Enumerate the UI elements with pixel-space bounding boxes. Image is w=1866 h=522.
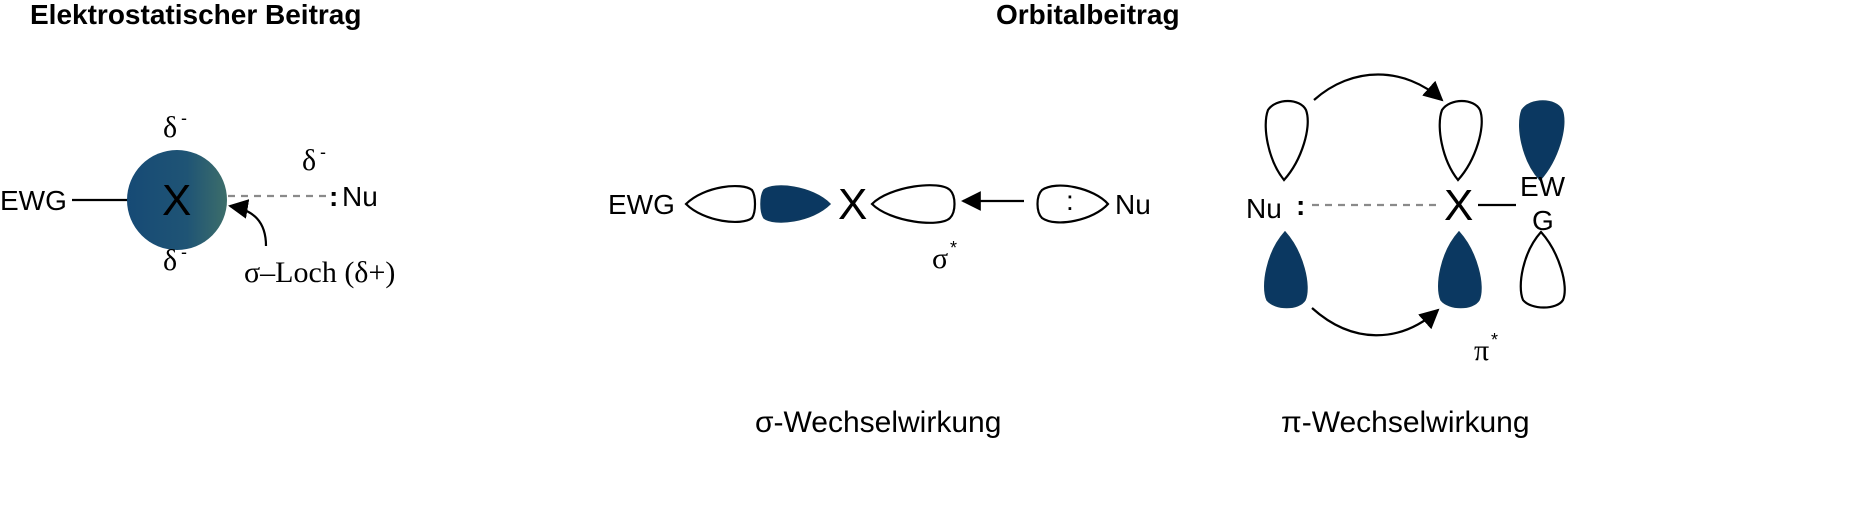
delta-nu-sup: - xyxy=(320,142,326,162)
nu-sigma-lobe xyxy=(1036,184,1110,224)
pi-caption: π-Wechselwirkung xyxy=(1281,406,1530,439)
pi-ewg-line2: G xyxy=(1532,205,1554,236)
electrostatic-title: Elektrostatischer Beitrag xyxy=(30,0,361,30)
orbital-title: Orbitalbeitrag xyxy=(996,0,1180,30)
pi-nu-lone-pair: : xyxy=(1296,190,1305,221)
sigma-interaction: EWG X σ * : Nu σ-Wechselwirkung xyxy=(608,180,1151,439)
sigma-hole-arrow xyxy=(228,199,268,247)
x-pi-lower-lobe xyxy=(1438,230,1482,309)
delta-nu: δ xyxy=(302,144,316,177)
sigma-star-sup: * xyxy=(950,238,957,258)
delta-top-sup: - xyxy=(181,108,187,128)
pi-nu-label: Nu xyxy=(1246,193,1282,224)
nu-p-lower-lobe xyxy=(1264,230,1308,309)
ewg-p-upper-lobe xyxy=(1519,100,1565,182)
sigma-star-lobe xyxy=(870,184,956,224)
ewg-label: EWG xyxy=(0,185,67,216)
sigma-nu-label: Nu xyxy=(1115,189,1151,220)
sigma-ewg-label: EWG xyxy=(608,189,675,220)
sigma-hole-label: σ–Loch (δ+) xyxy=(244,256,395,289)
x-sigma-back-lobe xyxy=(760,185,832,223)
sigma-nu-lone-pair: : xyxy=(1066,185,1074,216)
delta-bottom-sup: - xyxy=(181,242,187,262)
nu-lone-pair: : xyxy=(329,181,338,212)
x-pi-upper-lobe xyxy=(1438,99,1483,182)
pi-lower-curved-arrow xyxy=(1311,307,1440,337)
pi-center-atom-x: X xyxy=(1444,181,1473,230)
sigma-caption: σ-Wechselwirkung xyxy=(755,406,1001,439)
pi-interaction: Nu : X π * EW G π-Wechselwirkung xyxy=(1246,73,1566,439)
halogen-sphere xyxy=(127,150,227,250)
ewg-p-lower-lobe xyxy=(1519,230,1566,309)
nu-p-upper-lobe xyxy=(1264,99,1309,182)
delta-bottom: δ xyxy=(163,244,177,277)
pi-star-label: π xyxy=(1474,334,1489,367)
pi-ewg-line1: EW xyxy=(1520,171,1566,202)
ewg-sigma-lobe xyxy=(684,184,757,224)
delta-top: δ xyxy=(163,111,177,144)
electrostatic-panel: Elektrostatischer Beitrag EWG X δ - δ - … xyxy=(0,0,395,289)
orbital-panel: Orbitalbeitrag EWG X σ * : Nu σ-Wechselw… xyxy=(608,0,1566,439)
nu-label: Nu xyxy=(342,181,378,212)
pi-upper-curved-arrow xyxy=(1313,73,1444,102)
pi-star-sup: * xyxy=(1491,330,1498,350)
sigma-center-atom-x: X xyxy=(838,180,867,229)
sigma-star-label: σ xyxy=(932,242,948,275)
center-atom-x: X xyxy=(162,176,191,225)
